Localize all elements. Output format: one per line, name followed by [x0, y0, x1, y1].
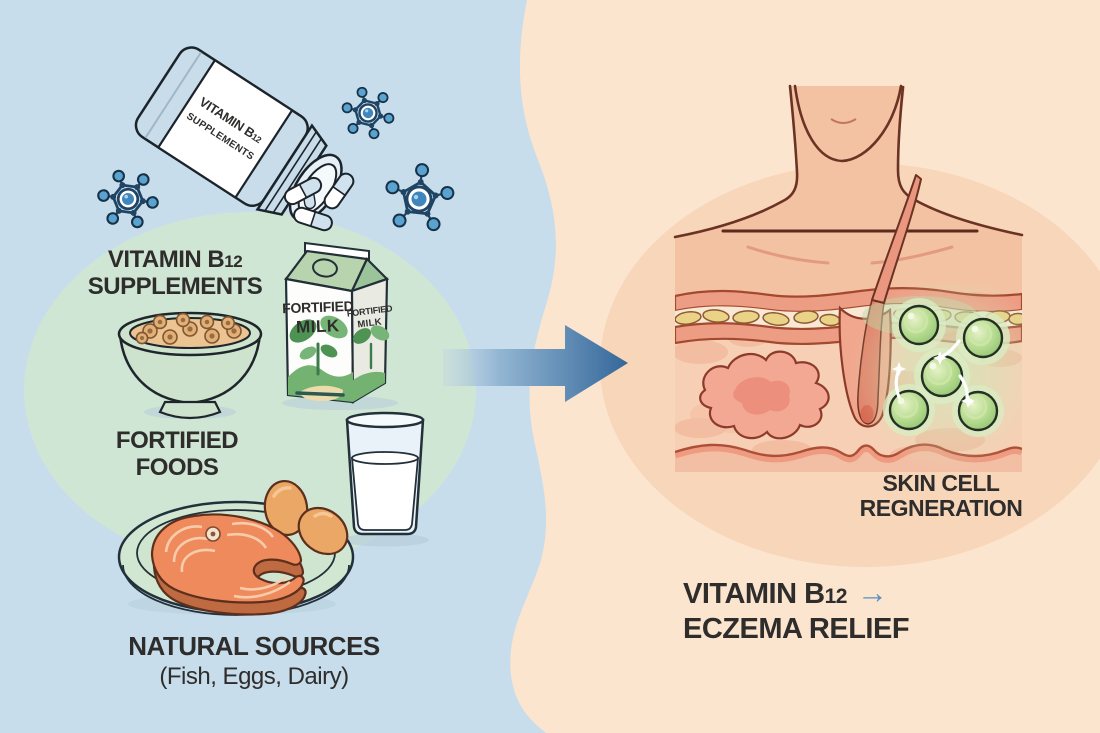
- caption-skin: SKIN CELL REGNERATION: [860, 470, 1023, 521]
- salmon-steak: [150, 513, 307, 616]
- egg: [263, 480, 309, 536]
- caption-fortified-line2: FOODS: [136, 454, 219, 481]
- left-panel: VITAMIN B12 SUPPLEMENTS VITAMIN B12 SUPP…: [88, 46, 462, 690]
- caption-supplements: VITAMIN B12 SUPPLEMENTS: [88, 246, 264, 300]
- skin-cells: [883, 298, 1010, 437]
- milk-glass: [341, 411, 429, 547]
- eczema-patch: [699, 350, 830, 440]
- caption-natural-line1: NATURAL SOURCES: [128, 631, 380, 661]
- caption-natural: NATURAL SOURCES (Fish, Eggs, Dairy): [128, 631, 380, 690]
- caption-natural-line2: (Fish, Eggs, Dairy): [159, 663, 348, 690]
- regeneration-arrows: [894, 339, 969, 399]
- caption-conclusion: VITAMIN B12→ ECZEMA RELIEF: [683, 575, 910, 645]
- carton-front-text2: MILK: [296, 316, 340, 337]
- carton-side-text2: MILK: [357, 317, 383, 331]
- carton-front-text1: FORTIFIED: [282, 298, 354, 316]
- regenerating-cell: [914, 348, 970, 404]
- transition-arrow-icon: [443, 325, 628, 402]
- right-panel: SKIN CELL REGNERATION VITAMIN B12→ ECZEM…: [673, 84, 1024, 645]
- regenerating-cell: [892, 298, 946, 352]
- regenerating-cell: [952, 385, 1004, 437]
- regenerating-cell: [883, 384, 935, 436]
- caption-fortified-line1: FORTIFIED: [116, 427, 238, 454]
- supplement-bottle: VITAMIN B12 SUPPLEMENTS: [134, 46, 343, 222]
- caption-skin-line2: REGNERATION: [860, 495, 1023, 521]
- caption-conclusion-line1: VITAMIN B12→: [683, 575, 887, 610]
- caption-supplements-line2: SUPPLEMENTS: [88, 273, 263, 300]
- milk-carton: FORTIFIED MILK FORTIFIED MILK: [282, 241, 398, 410]
- cereal-bowl: [117, 311, 263, 420]
- egg: [297, 506, 349, 556]
- skin-cross-section: [675, 283, 1022, 472]
- regenerating-cell: [956, 311, 1010, 365]
- carton-plant-icon: [289, 315, 348, 376]
- caption-fortified: FORTIFIED FOODS: [116, 427, 239, 481]
- hair-shaft: [871, 174, 922, 304]
- carton-side-plant-icon: [352, 325, 390, 370]
- caption-skin-line1: SKIN CELL: [883, 470, 1000, 496]
- caption-supplements-line1: VITAMIN B12: [108, 246, 242, 273]
- natural-sources-plate: [117, 480, 355, 616]
- caption-conclusion-line2: ECZEMA RELIEF: [683, 613, 909, 645]
